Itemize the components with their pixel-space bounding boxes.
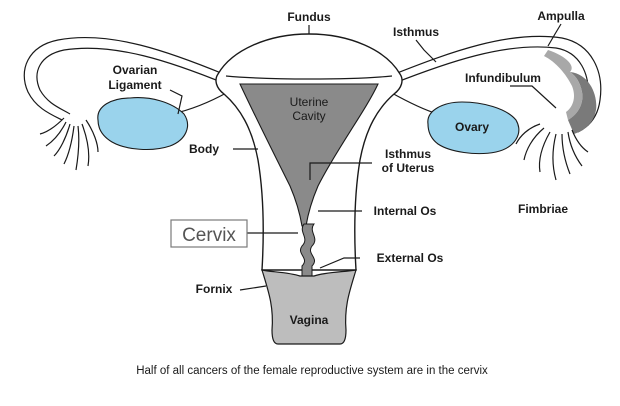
left-fimbriae xyxy=(40,118,98,170)
ovarian-ligament-label-1: Ovarian xyxy=(113,63,158,77)
cervix-label: Cervix xyxy=(182,225,236,246)
internal-os-label: Internal Os xyxy=(374,204,437,218)
caption: Half of all cancers of the female reprod… xyxy=(136,365,488,377)
uterine-cavity-label-2: Cavity xyxy=(292,109,325,123)
fundus-label: Fundus xyxy=(287,10,331,24)
external-os-label: External Os xyxy=(377,251,444,265)
left-ovary xyxy=(98,98,188,150)
ampulla-label: Ampulla xyxy=(537,9,585,23)
ovarian-ligament-label-2: Ligament xyxy=(108,78,161,92)
fornix-label: Fornix xyxy=(196,282,233,296)
isthmus-of-uterus-label-2: of Uterus xyxy=(382,161,435,175)
vagina-label: Vagina xyxy=(290,313,329,327)
vagina xyxy=(262,270,356,344)
right-ovarian-ligament xyxy=(390,92,438,114)
infundibulum-label: Infundibulum xyxy=(465,71,541,85)
body-label: Body xyxy=(189,142,219,156)
isthmus-label: Isthmus xyxy=(393,25,439,39)
isthmus-of-uterus-label-1: Isthmus xyxy=(385,147,431,161)
uterine-cavity-label-1: Uterine xyxy=(290,95,329,109)
fimbriae-label: Fimbriae xyxy=(518,202,568,216)
ovary-label: Ovary xyxy=(455,120,489,134)
